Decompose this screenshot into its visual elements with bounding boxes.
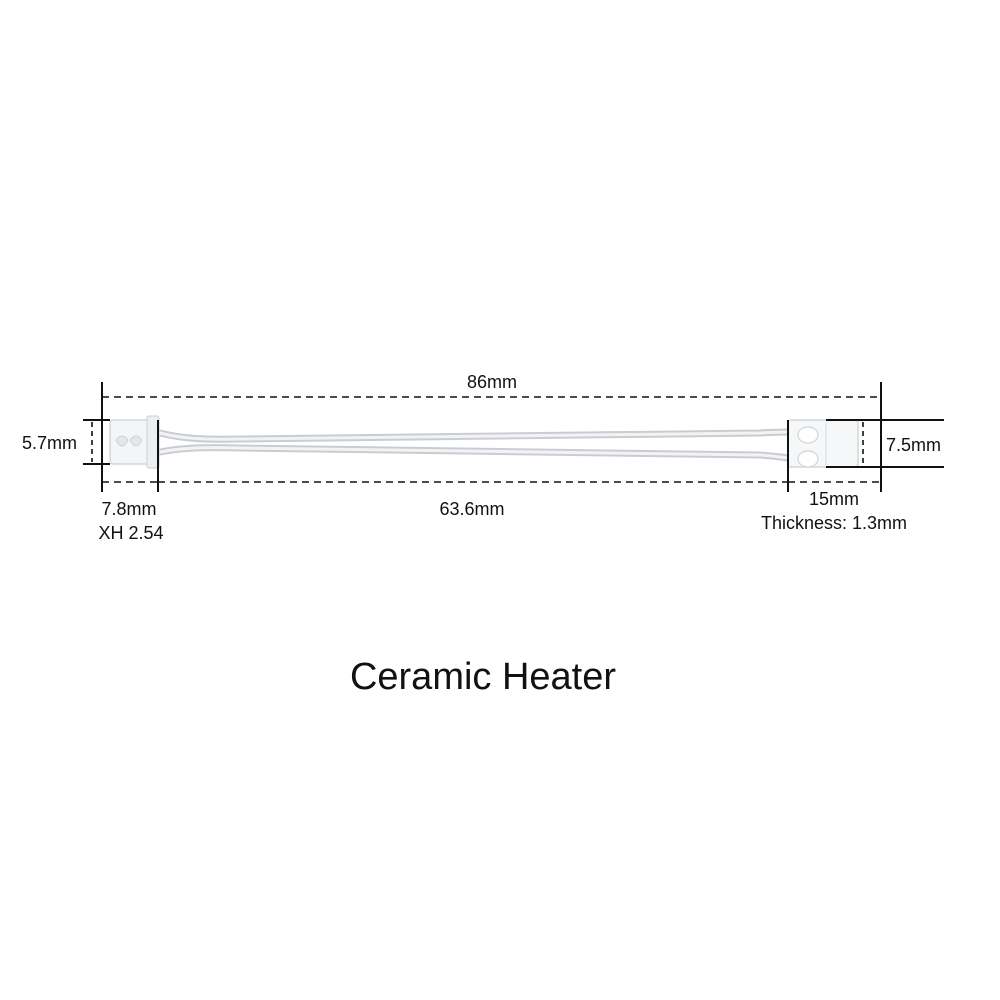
ceramic-heater-plate bbox=[787, 419, 859, 468]
label-connector-width: 7.8mm bbox=[101, 499, 156, 519]
label-heater-length: 15mm bbox=[809, 489, 859, 509]
diagram-title: Ceramic Heater bbox=[350, 656, 616, 698]
label-connector-height: 5.7mm bbox=[22, 433, 77, 453]
heater-solder-top bbox=[797, 426, 819, 444]
label-connector-type: XH 2.54 bbox=[98, 523, 163, 543]
wire-bottom-highlight bbox=[158, 446, 802, 461]
xh-connector bbox=[109, 415, 160, 469]
wire-top-highlight bbox=[158, 430, 802, 441]
label-heater-thickness: Thickness: 1.3mm bbox=[761, 513, 907, 533]
label-wire-length: 63.6mm bbox=[439, 499, 504, 519]
connector-pin-right bbox=[129, 435, 143, 447]
dimension-lines bbox=[83, 382, 944, 492]
heater-solder-bottom bbox=[797, 450, 819, 468]
label-heater-height: 7.5mm bbox=[886, 435, 941, 455]
wire-pair bbox=[156, 428, 804, 463]
label-overall-length: 86mm bbox=[467, 372, 517, 392]
connector-pin-left bbox=[115, 435, 129, 447]
